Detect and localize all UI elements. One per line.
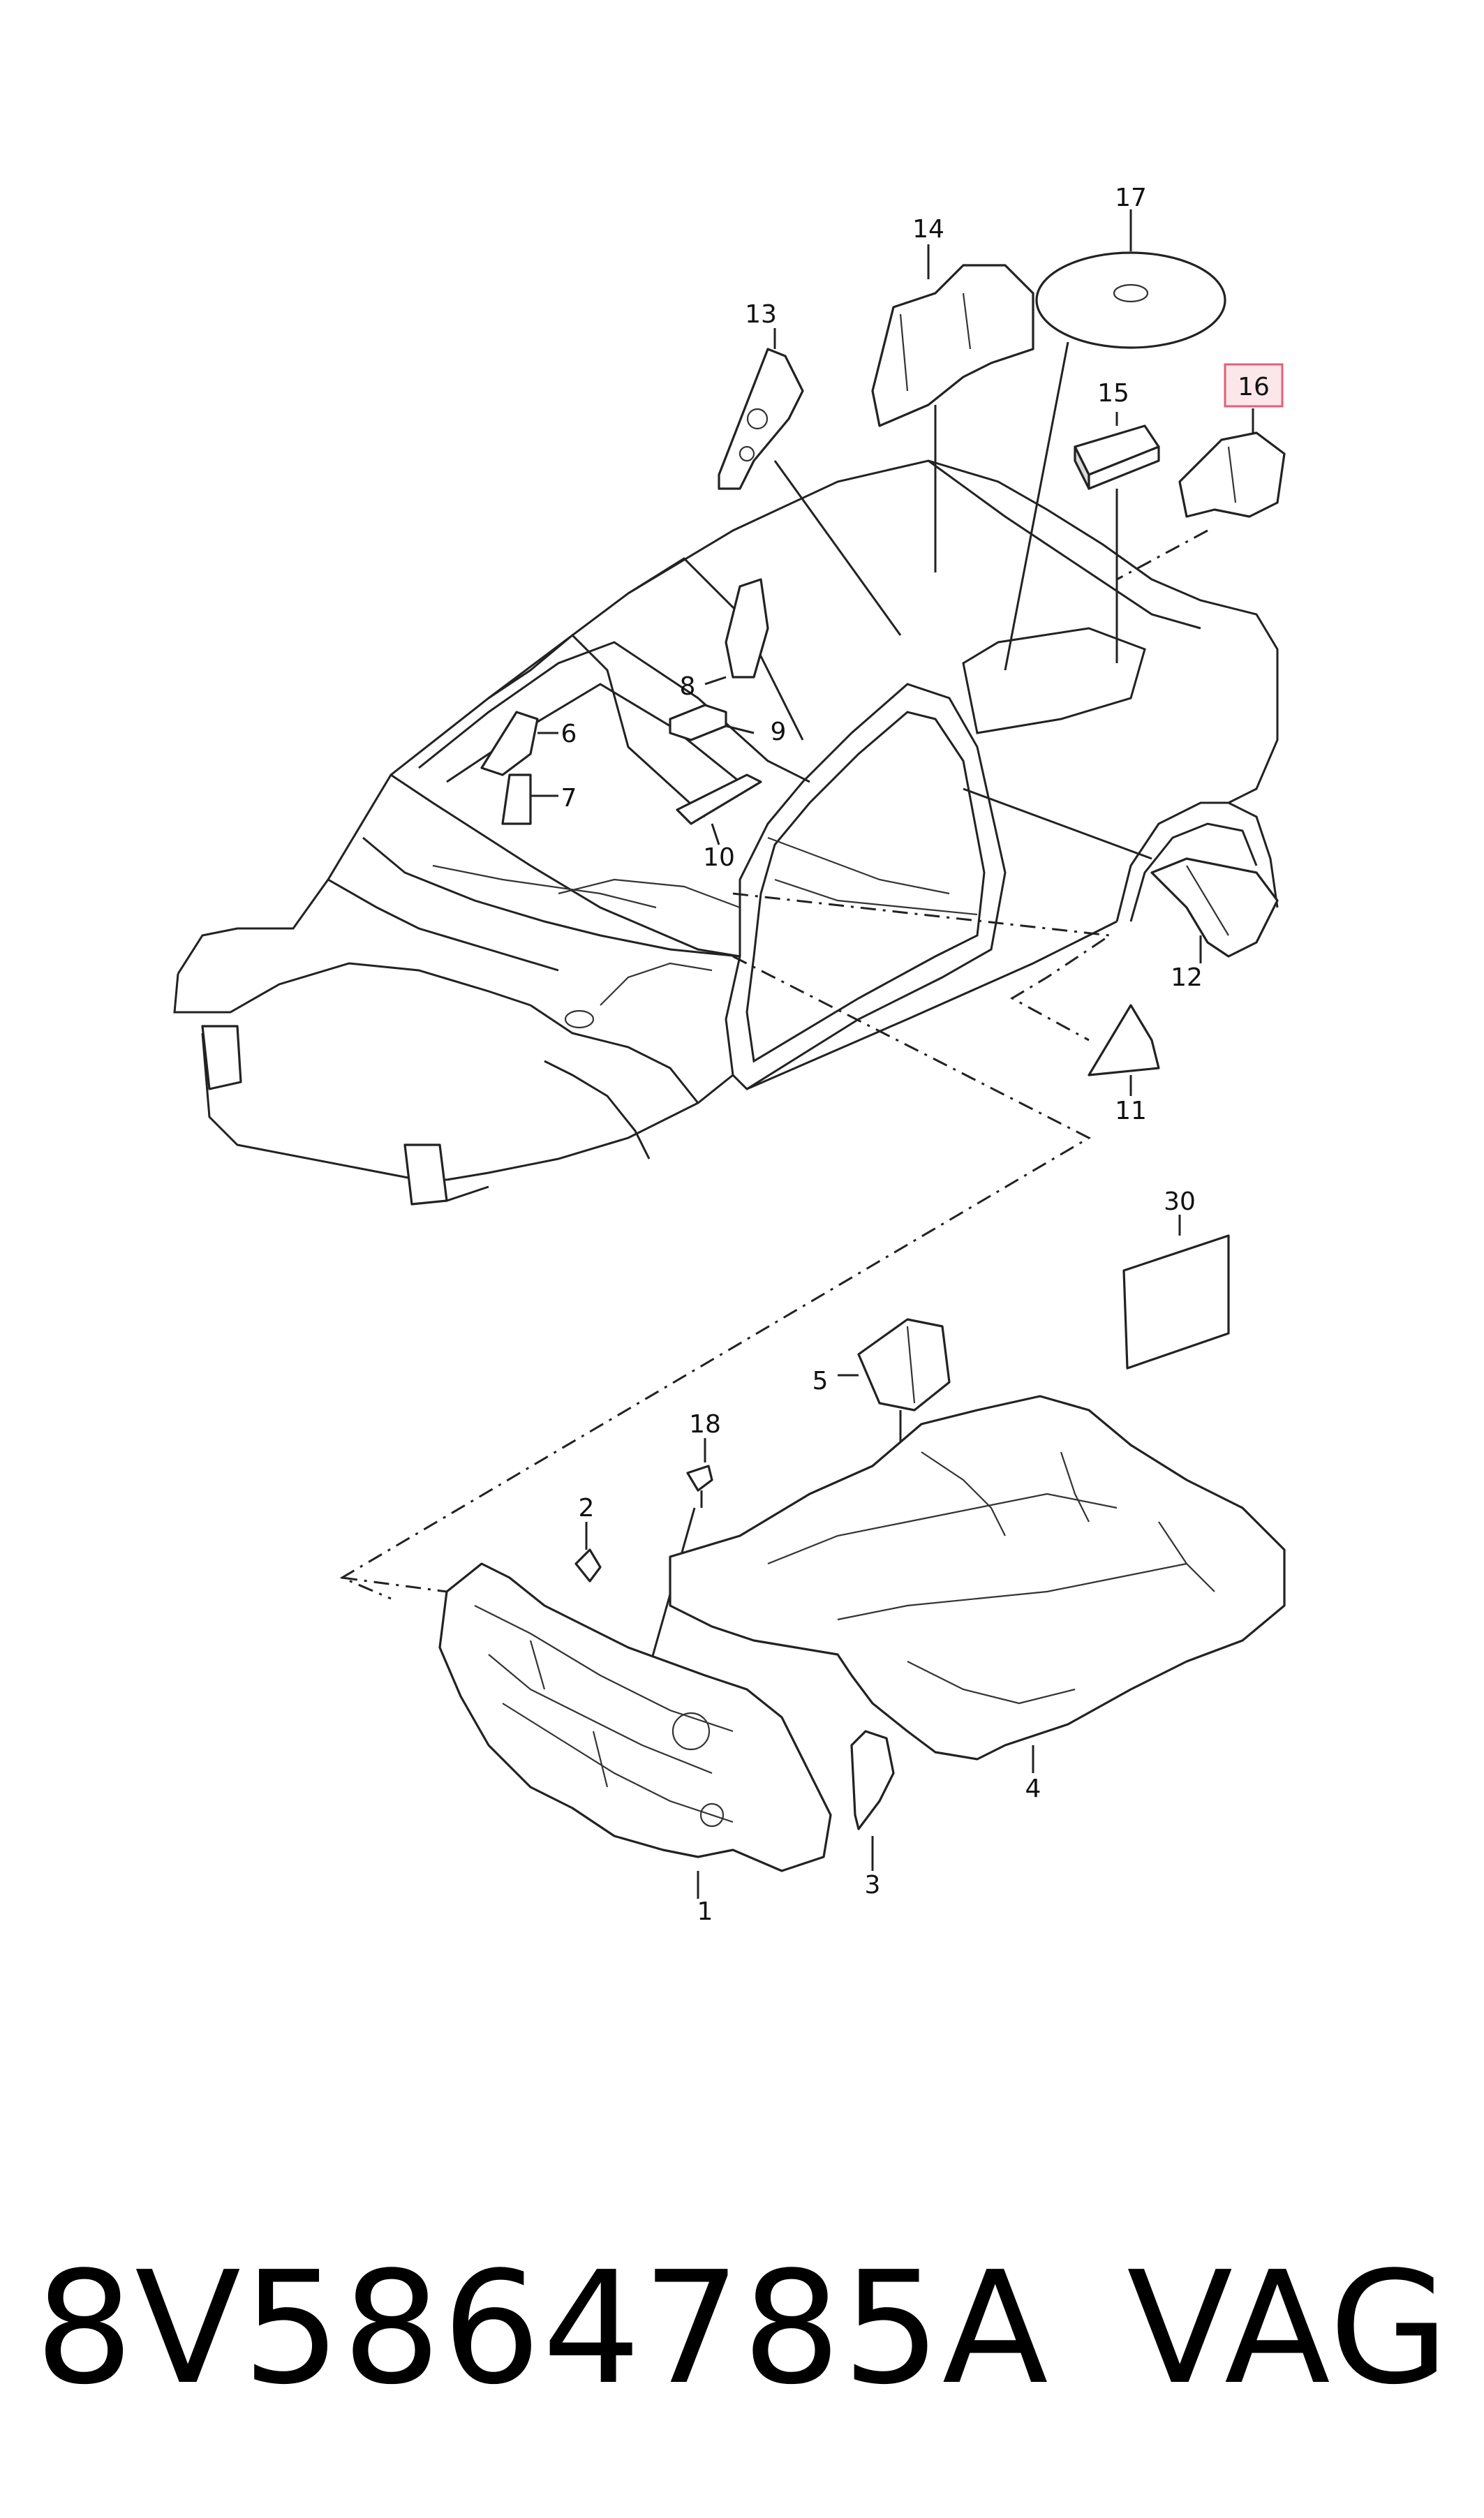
- callout-4: 4: [1025, 1775, 1041, 1803]
- leader-dashed-upper: [732, 892, 1113, 1042]
- part-6: [480, 711, 558, 776]
- part-15: [1074, 412, 1160, 663]
- callout-15: 15: [1097, 379, 1129, 408]
- part-14: [871, 244, 1034, 572]
- part-7: [501, 773, 558, 825]
- callout-6: 6: [561, 720, 577, 748]
- leader-dashed-lower: [341, 1576, 447, 1593]
- callout-9: 9: [771, 718, 787, 746]
- part-2: [574, 1522, 602, 1583]
- callout-8: 8: [680, 672, 696, 701]
- part-11: [1088, 1004, 1160, 1096]
- part-10: [676, 773, 762, 845]
- part-9: [669, 704, 755, 741]
- callout-7: 7: [561, 784, 577, 813]
- part-30: [1122, 1215, 1230, 1370]
- callout-16: 16: [1238, 373, 1270, 401]
- callout-30: 30: [1164, 1187, 1196, 1216]
- callout-11: 11: [1115, 1097, 1147, 1125]
- callout-1: 1: [697, 1897, 713, 1926]
- part-12: [963, 787, 1279, 963]
- callout-18: 18: [689, 1410, 721, 1439]
- callout-17: 17: [1115, 184, 1147, 212]
- leader-dashed-middle: [339, 955, 1092, 1600]
- part-16: [1116, 408, 1286, 581]
- part-13: [718, 328, 902, 636]
- part-1-dash-panel: [438, 1562, 832, 1899]
- callout-3: 3: [865, 1871, 881, 1899]
- part-17: [1004, 209, 1226, 671]
- car-body-shell: [173, 459, 1279, 1206]
- part-number: 8V5864785A: [35, 2239, 1050, 2419]
- callout-10: 10: [703, 843, 735, 872]
- callouts: 13 14 17 15 8 9 6 7 10 12 11 30 5 18 2 1…: [561, 184, 1284, 1926]
- callout-5: 5: [813, 1367, 829, 1395]
- part-8: [704, 578, 769, 686]
- callout-16-highlight-box: [1224, 363, 1284, 408]
- part-3: [850, 1730, 895, 1871]
- brand-label: VAG: [1127, 2239, 1450, 2419]
- callout-14: 14: [912, 215, 944, 244]
- callout-2: 2: [579, 1494, 595, 1523]
- callout-13: 13: [745, 300, 777, 329]
- part-4-floor-carpet: [669, 1395, 1286, 1773]
- callout-12: 12: [1171, 963, 1203, 992]
